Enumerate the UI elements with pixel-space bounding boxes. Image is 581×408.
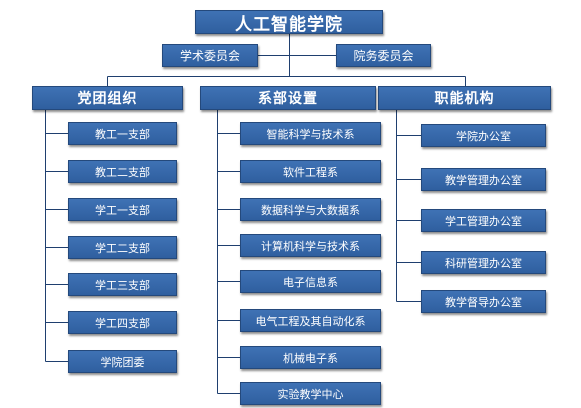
leaf-node: 教学督导办公室 xyxy=(421,290,546,313)
leaf-node: 电气工程及其自动化系 xyxy=(240,309,381,332)
committee-node-academic: 学术委员会 xyxy=(162,44,258,67)
section-header-party: 党团组织 xyxy=(32,86,183,110)
leaf-node: 科研管理办公室 xyxy=(421,251,546,274)
leaf-node: 软件工程系 xyxy=(240,160,381,183)
leaf-node: 电子信息系 xyxy=(240,270,381,293)
leaf-node: 学工三支部 xyxy=(68,273,177,296)
leaf-node: 实验教学中心 xyxy=(240,382,381,405)
committee-node-affairs: 院务委员会 xyxy=(336,44,431,67)
root-node: 人工智能学院 xyxy=(195,10,383,34)
leaf-node: 学工四支部 xyxy=(68,311,177,334)
leaf-node: 学工管理办公室 xyxy=(421,209,546,232)
leaf-node: 数据科学与大数据系 xyxy=(240,198,381,221)
leaf-node: 机械电子系 xyxy=(240,346,381,369)
section-header-offices: 职能机构 xyxy=(378,86,551,110)
leaf-node: 学院团委 xyxy=(68,350,177,373)
leaf-node: 学工一支部 xyxy=(68,198,177,221)
leaf-node: 教学管理办公室 xyxy=(421,168,546,191)
leaf-node: 智能科学与技术系 xyxy=(240,122,381,145)
section-header-departments: 系部设置 xyxy=(200,86,376,110)
leaf-node: 计算机科学与技术系 xyxy=(240,234,381,257)
leaf-node: 教工二支部 xyxy=(68,160,177,183)
leaf-node: 学工二支部 xyxy=(68,236,177,259)
leaf-node: 教工一支部 xyxy=(68,122,177,145)
leaf-node: 学院办公室 xyxy=(421,124,546,147)
